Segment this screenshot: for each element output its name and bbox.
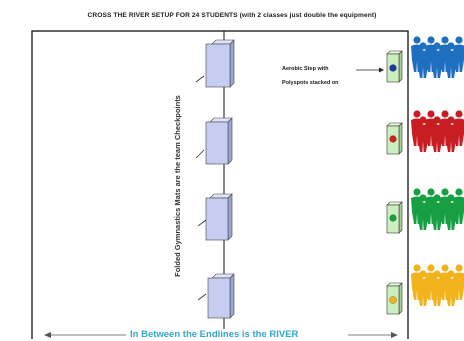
step-note: Aerobic Step with Polyspots stacked on [282, 62, 339, 90]
river-arrowhead-right [391, 332, 398, 338]
student-teams [411, 36, 464, 306]
polyspot [389, 135, 397, 143]
polyspot [389, 214, 397, 222]
student-figure [431, 116, 443, 152]
gymnastics-mat [205, 117, 233, 165]
gymnastics-mat [207, 273, 235, 319]
student-figure [445, 42, 457, 78]
mat-pointer-arrow [195, 149, 205, 159]
river-endlines-box [31, 30, 409, 339]
step-note-line2: Polyspots stacked on [282, 80, 339, 86]
mats-vertical-label: Folded Gymnastics Mats are the team Chec… [173, 95, 182, 277]
gymnastics-mat [205, 39, 235, 88]
student-figure [445, 194, 457, 230]
aerobic-step [386, 50, 403, 83]
mat-pointer-arrow [197, 293, 207, 301]
mats-column [205, 39, 235, 319]
student-figure [445, 116, 457, 152]
student-figure [417, 270, 429, 306]
note-arrowhead [379, 67, 384, 73]
student-figure [445, 270, 457, 306]
gymnastics-mat [205, 193, 233, 241]
student-figure [431, 270, 443, 306]
aerobic-step [386, 201, 403, 234]
student-figure [417, 116, 429, 152]
aerobic-step [386, 122, 403, 155]
river-label: In Between the Endlines is the RIVER [128, 329, 301, 341]
mat-pointer-arrows [195, 75, 207, 301]
student-figure [417, 194, 429, 230]
mat-pointer-arrow [195, 75, 205, 83]
polyspot [389, 64, 397, 72]
step-note-line1: Aerobic Step with [282, 66, 329, 72]
diagram-title: CROSS THE RIVER SETUP FOR 24 STUDENTS (w… [87, 12, 377, 19]
aerobic-step [386, 282, 403, 315]
student-figure [431, 42, 443, 78]
student-figure [431, 194, 443, 230]
polyspot [389, 296, 397, 304]
student-figure [417, 42, 429, 78]
aerobic-steps-column [386, 50, 403, 315]
river-arrowhead-left [44, 332, 51, 338]
mat-pointer-arrow [197, 219, 207, 227]
